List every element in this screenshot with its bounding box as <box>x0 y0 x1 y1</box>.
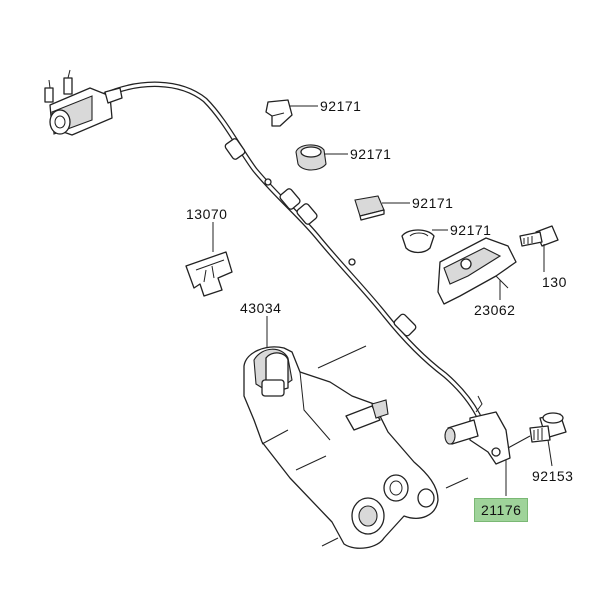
clip-92171-b <box>295 144 327 171</box>
label-92171-d: 92171 <box>450 222 492 238</box>
label-92171-b: 92171 <box>350 146 392 162</box>
bolt-92153 <box>529 412 567 443</box>
plate-13070 <box>185 251 233 297</box>
clip-92171-c <box>354 195 385 221</box>
label-92153: 92153 <box>532 468 574 484</box>
label-92171-a: 92171 <box>320 98 362 114</box>
label-13070: 13070 <box>186 206 228 222</box>
label-23062: 23062 <box>474 302 516 318</box>
label-43034: 43034 <box>240 300 282 316</box>
clip-92171-d <box>401 229 435 254</box>
cable-grommet-4 <box>393 313 417 337</box>
cable-connector <box>44 69 123 136</box>
bolt-130 <box>519 225 559 247</box>
label-21176[interactable]: 21176 <box>474 498 529 522</box>
bracket-23062 <box>437 237 517 305</box>
sensor-21176 <box>444 395 511 465</box>
cable-grommet-1 <box>224 138 246 160</box>
label-92171-c: 92171 <box>412 195 454 211</box>
sensor-cable <box>102 81 481 418</box>
bracket-43034 <box>243 346 439 549</box>
cable-grommet-3 <box>296 203 318 225</box>
leader-lines <box>212 105 553 547</box>
cable-grommet-2 <box>279 188 301 210</box>
clip-92171-a <box>265 99 293 127</box>
label-130: 130 <box>542 274 567 290</box>
